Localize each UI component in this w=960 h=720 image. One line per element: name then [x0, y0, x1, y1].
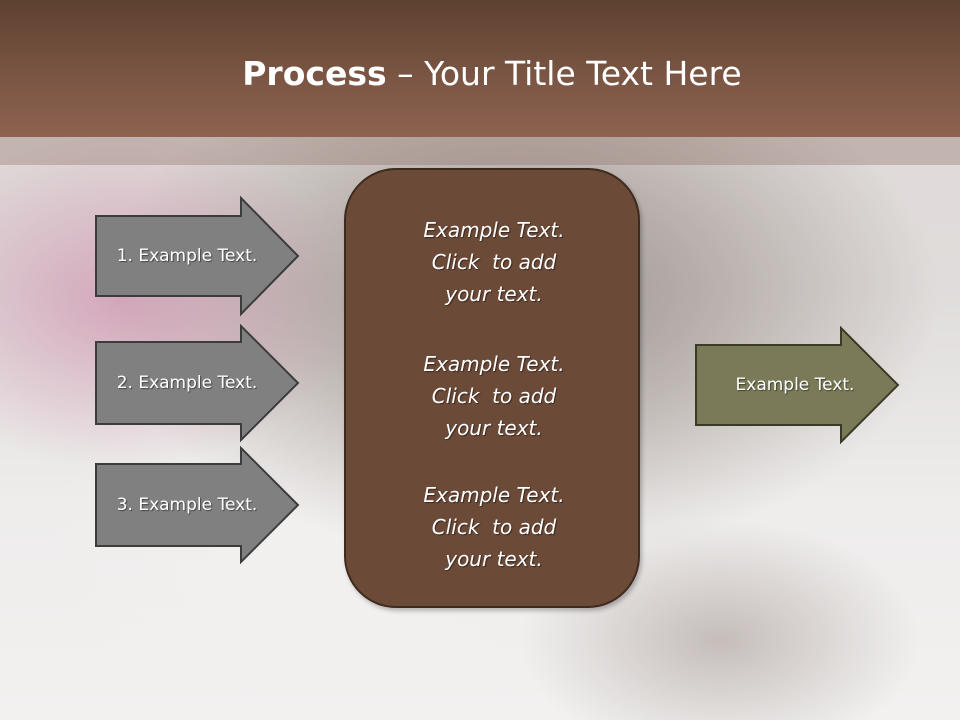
arrow-right-shape [95, 445, 300, 565]
center-paragraph-3: Example Text. Click to add your text. [423, 483, 565, 571]
step-arrow-label: 2. Example Text. [116, 373, 258, 393]
arrow-right-shape [95, 195, 300, 317]
step-arrow-2[interactable]: 2. Example Text. [95, 323, 300, 443]
step-arrow-3[interactable]: 3. Example Text. [95, 445, 300, 565]
step-arrow-1[interactable]: 1. Example Text. [95, 195, 300, 317]
center-paragraph-1: Example Text. Click to add your text. [423, 218, 565, 306]
title-rest: – Your Title Text Here [386, 54, 742, 93]
center-paragraph-2: Example Text. Click to add your text. [423, 352, 565, 440]
slide-title[interactable]: Process – Your Title Text Here [0, 52, 960, 96]
arrow-right-shape [695, 325, 900, 445]
center-process-box[interactable]: Example Text. Click to add your text. Ex… [344, 168, 640, 608]
title-bold-word: Process [242, 54, 387, 93]
result-arrow-label: Example Text. [735, 375, 855, 395]
arrow-right-shape [95, 323, 300, 443]
result-arrow[interactable]: Example Text. [695, 325, 900, 445]
title-bar [0, 0, 960, 137]
title-bar-strip [0, 137, 960, 165]
step-arrow-label: 3. Example Text. [116, 495, 258, 515]
step-arrow-label: 1. Example Text. [116, 246, 258, 266]
